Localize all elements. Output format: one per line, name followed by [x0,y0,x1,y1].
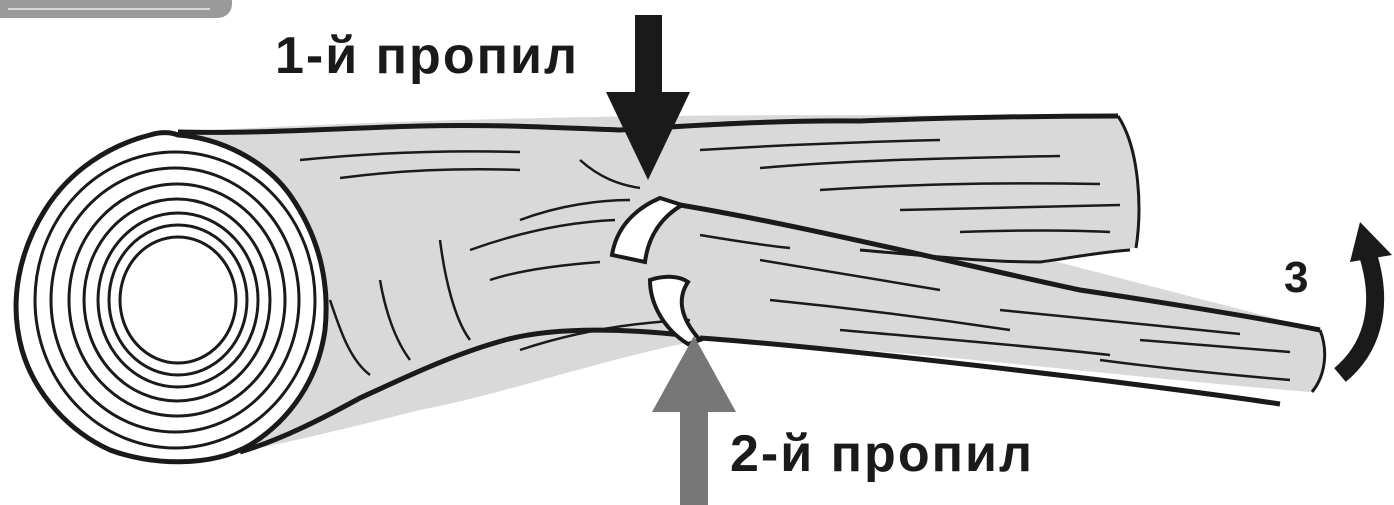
cut2-arrow [652,336,736,505]
rotation-arrow-shaft [1340,255,1375,375]
cut2-label: 2-й пропил [730,428,1034,480]
rotation-arrow-head [1350,222,1392,262]
step3-label: 3 [1284,256,1308,300]
cut1-label: 1-й пропил [275,30,579,82]
log-end-face [16,133,326,462]
log-end-rings [16,133,326,462]
